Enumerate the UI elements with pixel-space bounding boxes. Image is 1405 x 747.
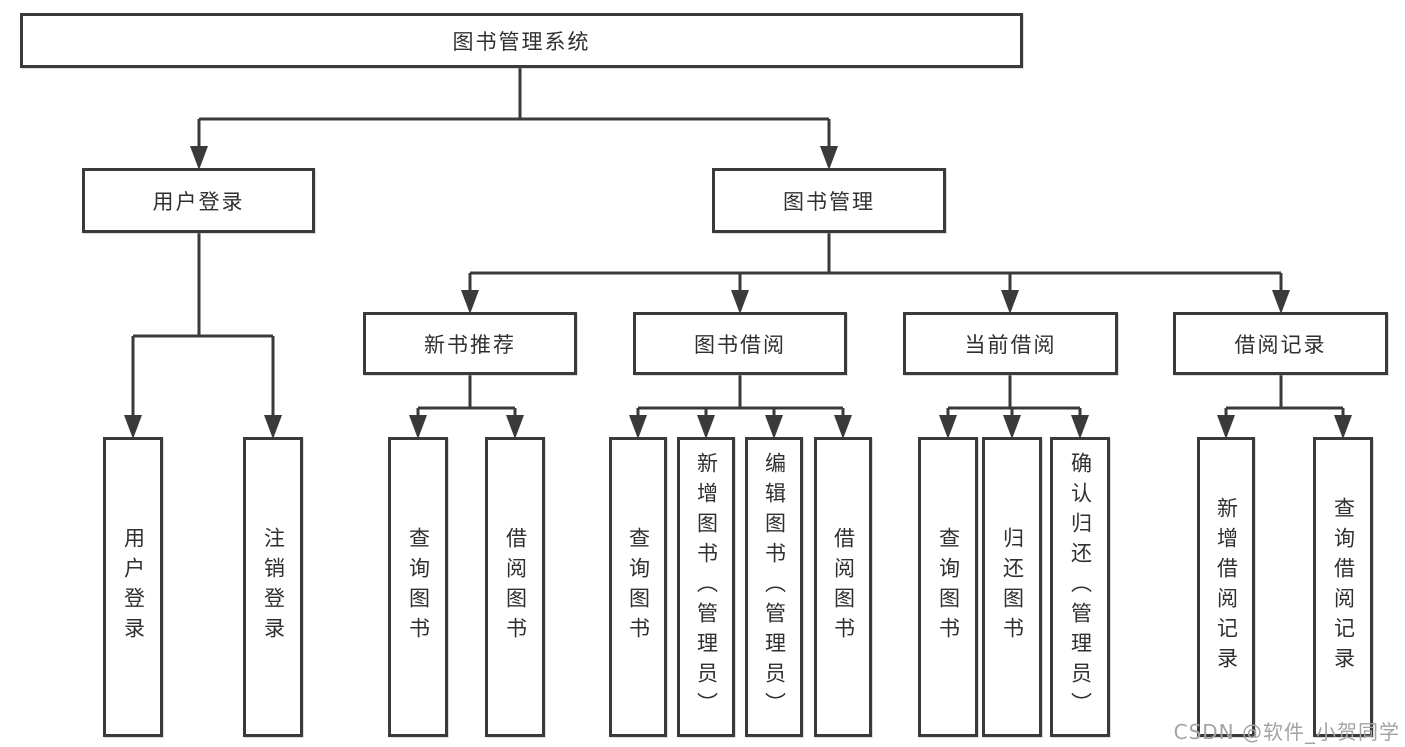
node-borrow-records: 借阅记录 xyxy=(1173,312,1388,375)
node-leaf-confirm-return-admin: 确认归还（管理员） xyxy=(1050,437,1110,737)
node-leaf-user-login: 用户登录 xyxy=(103,437,163,737)
node-book-borrow: 图书借阅 xyxy=(633,312,847,375)
node-book-management: 图书管理 xyxy=(712,168,946,233)
node-leaf-query-books-recommend: 查询图书 xyxy=(388,437,448,737)
node-user-login: 用户登录 xyxy=(82,168,315,233)
node-leaf-return-books: 归还图书 xyxy=(982,437,1042,737)
node-leaf-borrow-books: 借阅图书 xyxy=(814,437,872,737)
csdn-watermark: CSDN @软件_小贺同学 xyxy=(1173,720,1400,744)
node-new-book-recommend: 新书推荐 xyxy=(363,312,577,375)
node-library-management-system: 图书管理系统 xyxy=(20,13,1023,68)
node-current-borrow: 当前借阅 xyxy=(903,312,1118,375)
node-leaf-logout: 注销登录 xyxy=(243,437,303,737)
arrow-down-icons xyxy=(124,146,1352,439)
node-leaf-add-borrow-record: 新增借阅记录 xyxy=(1197,437,1255,737)
node-leaf-add-books-admin: 新增图书（管理员） xyxy=(677,437,735,737)
node-leaf-query-books-borrow: 查询图书 xyxy=(609,437,667,737)
node-leaf-edit-books-admin: 编辑图书（管理员） xyxy=(745,437,803,737)
node-leaf-query-books-current: 查询图书 xyxy=(918,437,978,737)
node-leaf-borrow-books-recommend: 借阅图书 xyxy=(485,437,545,737)
node-leaf-query-borrow-record: 查询借阅记录 xyxy=(1313,437,1373,737)
